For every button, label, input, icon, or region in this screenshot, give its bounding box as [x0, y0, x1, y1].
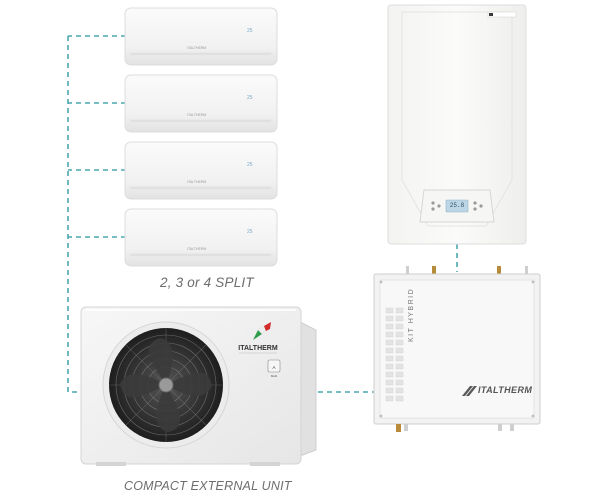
italtherm-logo-mark: [462, 386, 477, 396]
svg-text:25: 25: [247, 28, 253, 34]
svg-text:A: A: [272, 365, 275, 370]
svg-text:ITALTHERM: ITALTHERM: [187, 113, 206, 117]
svg-text:Multi: Multi: [271, 374, 278, 378]
kit-hybrid-unit: [373, 266, 541, 432]
svg-text:25: 25: [247, 95, 253, 101]
boiler-knob-right-1: [473, 201, 477, 205]
connector-vertical-main: [67, 36, 80, 393]
boiler-knob-right-3: [479, 204, 483, 208]
split-unit-1: 25 ITALTHERM: [124, 7, 278, 66]
external-unit-caption: COMPACT EXTERNAL UNIT: [124, 479, 292, 493]
svg-text:ITALTHERM: ITALTHERM: [187, 180, 206, 184]
split-unit-3: 25 ITALTHERM: [124, 141, 278, 200]
external-brand-text: ITALTHERM: [238, 345, 278, 352]
kit-hybrid-label: KIT HYBRID: [408, 287, 415, 342]
svg-text:ITALTHERM: ITALTHERM: [187, 46, 206, 50]
kit-brand-text: ITALTHERM: [478, 385, 533, 395]
svg-text:25: 25: [247, 229, 253, 235]
boiler-unit: [387, 4, 527, 245]
italian-flag-swoosh: [253, 330, 262, 340]
split-caption: 2, 3 or 4 SPLIT: [160, 275, 254, 290]
split-unit-2: 25 ITALTHERM: [124, 74, 278, 133]
boiler-knob-left-2: [431, 207, 435, 211]
boiler-knob-right-2: [473, 207, 477, 211]
boiler-knob-left-1: [431, 201, 435, 205]
boiler-display: [445, 199, 469, 213]
svg-text:25: 25: [247, 162, 253, 168]
svg-text:ITALTHERM: ITALTHERM: [187, 247, 206, 251]
energy-badge: [267, 359, 281, 373]
external-unit: ITALTHERM A Multi: [80, 306, 317, 466]
split-unit-4: 25 ITALTHERM: [124, 208, 278, 267]
boiler-knob-left-3: [437, 204, 441, 208]
boiler-display-readout: 25.8: [449, 202, 465, 209]
